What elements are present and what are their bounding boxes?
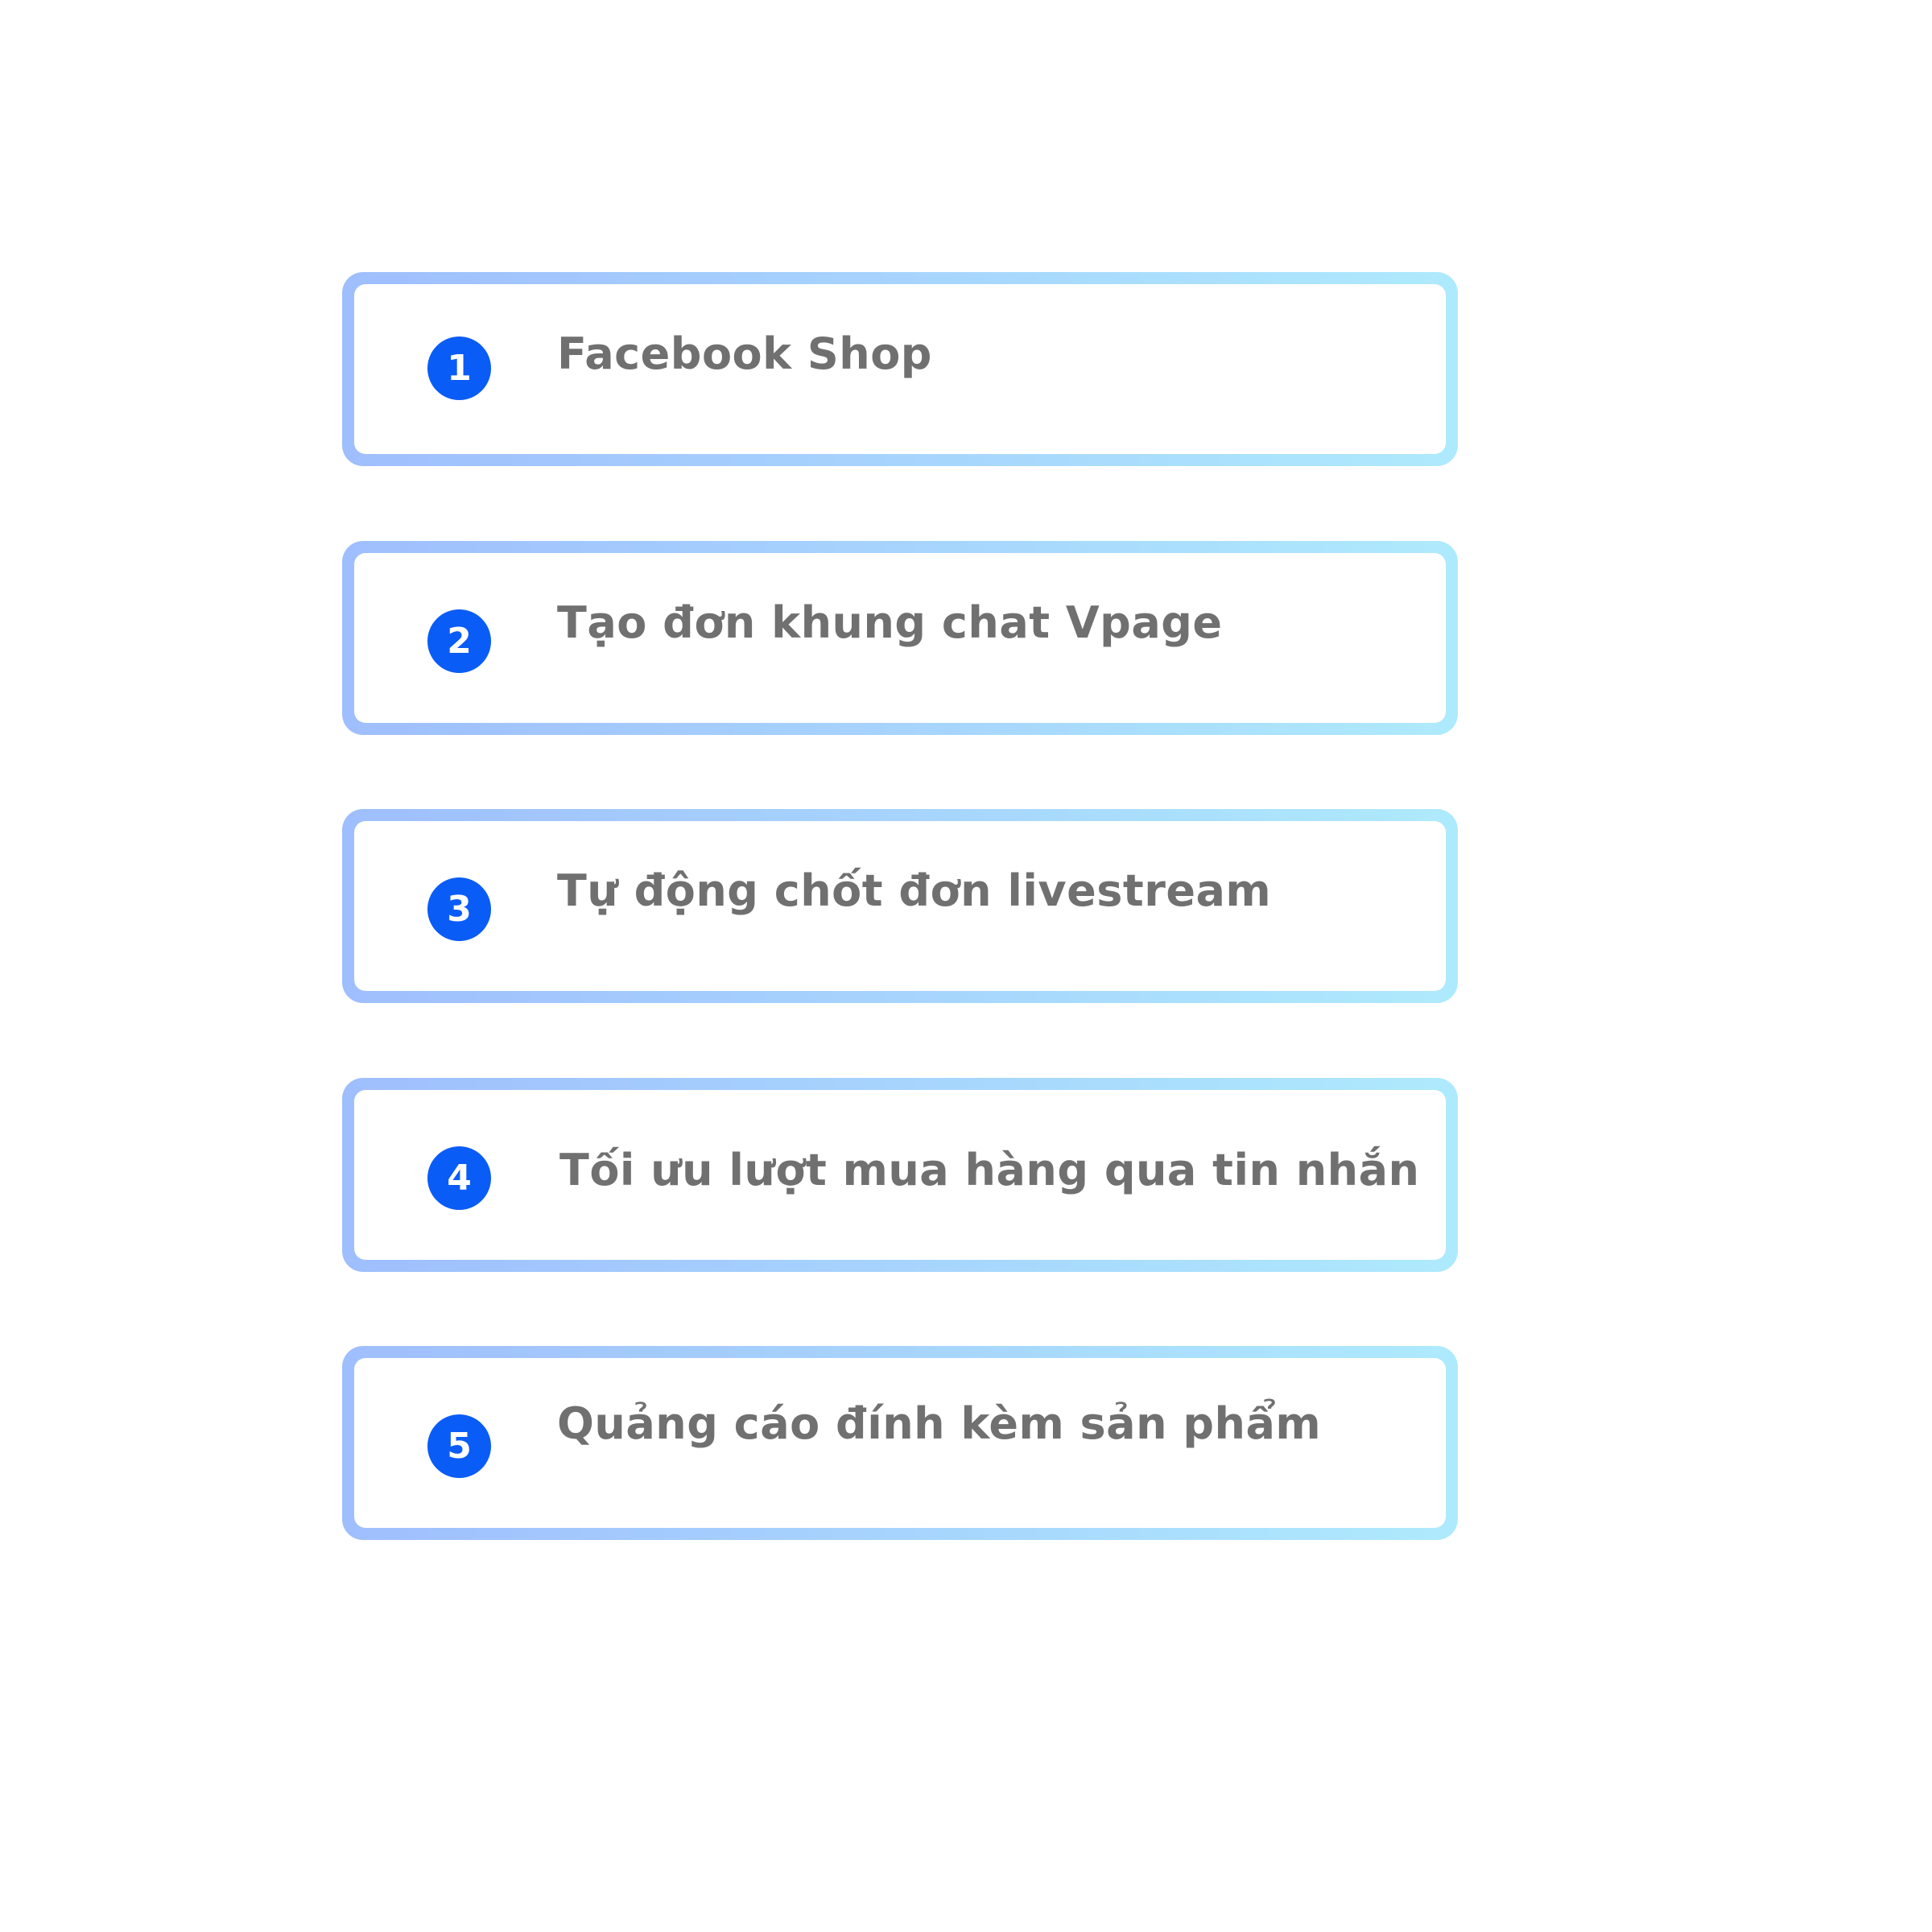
feature-card-5: 5 Quảng cáo đính kèm sản phẩm [342,1346,1458,1540]
feature-label: Tạo đơn khung chat Vpage [557,597,1223,648]
feature-label: Quảng cáo đính kèm sản phẩm [557,1398,1322,1449]
feature-card-2: 2 Tạo đơn khung chat Vpage [342,541,1458,735]
feature-card-1: 1 Facebook Shop [342,272,1458,466]
feature-label: Tối ưu lượt mua hàng qua tin nhắn [559,1145,1420,1195]
step-number-badge: 5 [427,1414,491,1478]
feature-label: Tự động chốt đơn livestream [557,865,1272,916]
step-number-badge: 1 [427,336,491,400]
feature-label: Facebook Shop [557,328,932,379]
feature-card-3: 3 Tự động chốt đơn livestream [342,809,1458,1003]
step-number-badge: 2 [427,609,491,673]
step-number-badge: 3 [427,877,491,941]
step-number-badge: 4 [427,1146,491,1210]
feature-card-4: 4 Tối ưu lượt mua hàng qua tin nhắn [342,1078,1458,1272]
